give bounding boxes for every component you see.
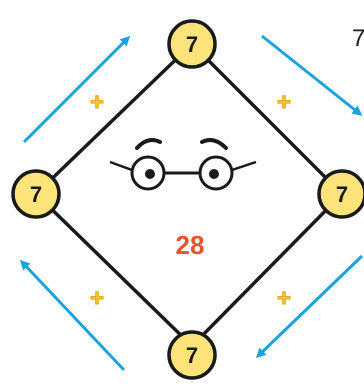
arrow-icon — [261, 34, 363, 116]
node-right-value: 7 — [336, 182, 348, 207]
plus-operators: + + + + — [89, 89, 291, 313]
node-top: 7 — [167, 19, 217, 69]
arrow-icon — [22, 35, 131, 144]
face-glasses-icon — [109, 138, 257, 191]
plus-operator-bottom-right: + — [277, 285, 291, 312]
arrow-icon — [19, 259, 126, 372]
diamond-shape — [33, 41, 345, 349]
arrow-icon — [255, 254, 364, 359]
node-bottom-value: 7 — [186, 343, 198, 368]
node-left: 7 — [11, 169, 61, 219]
plus-operator-top-right: + — [277, 89, 291, 116]
plus-operator-top-left: + — [90, 89, 104, 116]
node-bottom: 7 — [167, 330, 217, 380]
node-left-value: 7 — [30, 182, 42, 207]
arrows — [19, 34, 364, 372]
node-top-value: 7 — [186, 32, 198, 57]
clipped-label-text: 7 — [352, 25, 364, 52]
center-sum: 28 — [176, 230, 205, 260]
node-right: 7 — [317, 169, 364, 219]
plus-operator-bottom-left: + — [90, 285, 104, 312]
